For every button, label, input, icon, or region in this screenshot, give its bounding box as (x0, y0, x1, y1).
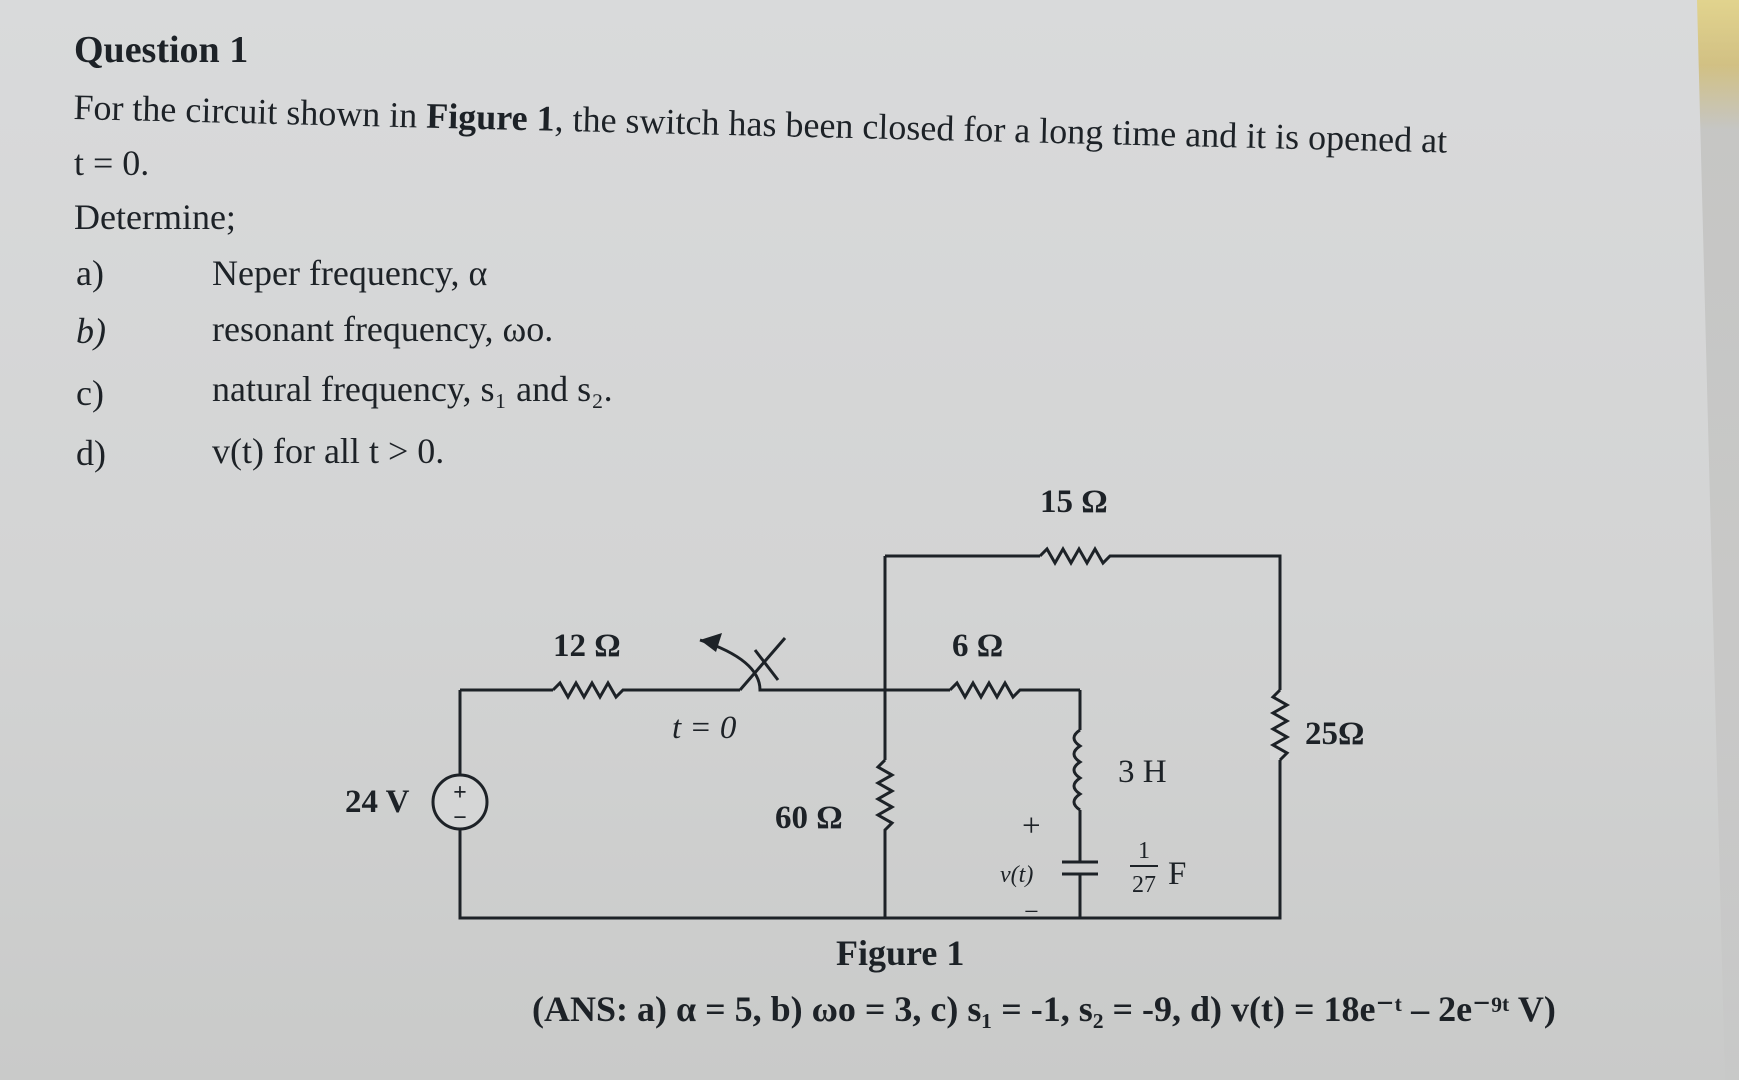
resistor-60-label: 60 Ω (775, 800, 843, 836)
switch-arrowhead (700, 633, 722, 652)
resistor-6-label: 6 Ω (952, 628, 1003, 664)
voltage-source-symbol (431, 773, 489, 831)
question-intro-line2: t = 0. (74, 143, 150, 183)
switch-arc (699, 638, 885, 692)
question-title: Question 1 (74, 29, 249, 71)
resistor-15-label: 15 Ω (1040, 484, 1108, 520)
source-voltage-label: 24 V (345, 784, 410, 820)
switch-blade2 (753, 649, 780, 681)
resistor-6-symbol (948, 679, 1080, 701)
switch-time-label: t = 0 (672, 710, 737, 746)
answer-line: (ANS: a) α = 5, b) ωo = 3, c) s₁ = -1, s… (532, 989, 1556, 1029)
resistor-15-symbol (1038, 545, 1118, 567)
v-label: v(t) (1000, 862, 1033, 888)
item-text-c: natural frequency, s₁ and s₂. (212, 369, 613, 409)
resistor-25-label: 25Ω (1305, 716, 1364, 752)
item-letter-b: b) (76, 311, 106, 351)
item-letter-a: a) (76, 253, 104, 293)
inductor-coil (1072, 728, 1083, 812)
item-text-d: v(t) for all t > 0. (212, 431, 445, 471)
resistor-60-symbol (874, 758, 896, 918)
inductor-label: 3 H (1118, 754, 1167, 790)
v-plus-sign: + (1022, 808, 1041, 844)
item-text-a: Neper frequency, α (212, 253, 488, 293)
source-plus-sign: + (453, 780, 467, 806)
cap-denominator: 27 (1132, 872, 1156, 898)
resistor-12-symbol (551, 679, 640, 701)
figure-caption: Figure 1 (836, 933, 965, 973)
switch-blade (738, 637, 787, 691)
resistor-25-zigzag (1269, 688, 1291, 762)
item-text-b: resonant frequency, ωo. (212, 309, 554, 349)
resistor-12-label: 12 Ω (553, 628, 621, 664)
item-letter-d: d) (76, 433, 106, 473)
bottom-right-wire (458, 554, 1282, 920)
cap-numerator: 1 (1138, 838, 1150, 864)
determine-label: Determine; (74, 197, 236, 237)
item-letter-c: c) (76, 373, 104, 413)
source-minus-sign: − (453, 805, 467, 831)
v-minus-sign: − (1024, 897, 1039, 926)
cap-unit-label: F (1168, 856, 1186, 892)
